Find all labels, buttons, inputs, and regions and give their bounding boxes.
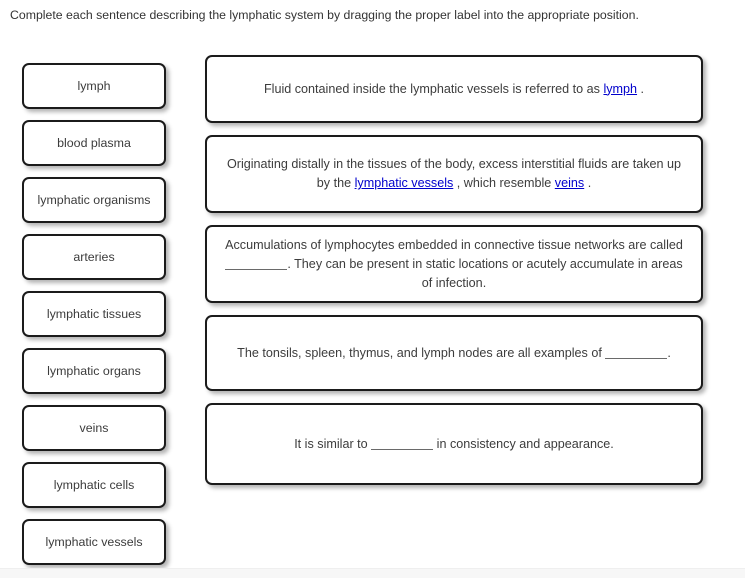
sentence-box-1[interactable]: Fluid contained inside the lymphatic ves…	[205, 55, 703, 123]
drag-label-text: blood plasma	[57, 135, 131, 150]
sentence-1-part-2: .	[637, 81, 645, 96]
drag-label-lymphatic-tissues[interactable]: lymphatic tissues	[22, 291, 166, 337]
sentence-box-5[interactable]: It is similar to in consistency and appe…	[205, 403, 703, 485]
sentence-3-blank-1[interactable]	[225, 257, 288, 270]
sentence-1-part-1: Fluid contained inside the lymphatic ves…	[263, 81, 604, 96]
sentence-text-1: Fluid contained inside the lymphatic ves…	[223, 80, 685, 99]
sentence-4-part-2: .	[667, 345, 671, 360]
drag-label-lymphatic-organisms[interactable]: lymphatic organisms	[22, 177, 166, 223]
drag-label-text: lymphatic tissues	[46, 306, 142, 321]
sentence-5-part-1: It is similar to	[294, 436, 372, 451]
drag-label-text: veins	[79, 420, 109, 435]
sentence-5-part-2: in consistency and appearance.	[433, 436, 614, 451]
drag-label-text: lymphatic cells	[53, 477, 135, 492]
drag-label-lymphatic-organs[interactable]: lymphatic organs	[22, 348, 166, 394]
sentence-box-3[interactable]: Accumulations of lymphocytes embedded in…	[205, 225, 703, 303]
sentence-2-answer-1[interactable]: lymphatic vessels	[354, 176, 454, 190]
drag-label-list: lymph blood plasma lymphatic organisms a…	[22, 63, 166, 576]
sentence-box-2[interactable]: Originating distally in the tissues of t…	[205, 135, 703, 213]
drag-label-lymphatic-cells[interactable]: lymphatic cells	[22, 462, 166, 508]
bottom-divider	[0, 568, 745, 578]
drag-label-text: arteries	[73, 249, 115, 264]
drag-label-veins[interactable]: veins	[22, 405, 166, 451]
sentence-list: Fluid contained inside the lymphatic ves…	[205, 55, 703, 497]
sentence-text-4: The tonsils, spleen, thymus, and lymph n…	[223, 344, 685, 363]
sentence-2-part-3: .	[584, 176, 592, 190]
drag-label-text: lymphatic organs	[47, 363, 141, 378]
sentence-text-3: Accumulations of lymphocytes embedded in…	[223, 236, 685, 293]
drag-label-lymph[interactable]: lymph	[22, 63, 166, 109]
drag-label-arteries[interactable]: arteries	[22, 234, 166, 280]
drag-label-text: lymphatic organisms	[37, 192, 151, 207]
instruction-text: Complete each sentence describing the ly…	[10, 8, 639, 22]
sentence-2-answer-2[interactable]: veins	[554, 176, 585, 190]
sentence-5-blank-1[interactable]	[371, 437, 434, 450]
sentence-4-blank-1[interactable]	[605, 346, 668, 359]
sentence-text-5: It is similar to in consistency and appe…	[223, 435, 685, 454]
sentence-2-part-1: Originating distally in the tissues of t…	[226, 157, 682, 190]
drag-label-lymphatic-vessels[interactable]: lymphatic vessels	[22, 519, 166, 565]
drag-label-text: lymphatic vessels	[45, 534, 143, 549]
sentence-box-4[interactable]: The tonsils, spleen, thymus, and lymph n…	[205, 315, 703, 391]
drag-label-text: lymph	[77, 78, 111, 93]
sentence-3-part-1: Accumulations of lymphocytes embedded in…	[225, 237, 683, 252]
sentence-2-part-2: , which resemble	[453, 176, 555, 190]
sentence-4-part-1: The tonsils, spleen, thymus, and lymph n…	[237, 345, 606, 360]
sentence-text-2: Originating distally in the tissues of t…	[223, 155, 685, 193]
sentence-1-answer-1[interactable]: lymph	[603, 81, 638, 96]
sentence-3-part-2: . They can be present in static location…	[287, 256, 683, 290]
drag-label-blood-plasma[interactable]: blood plasma	[22, 120, 166, 166]
